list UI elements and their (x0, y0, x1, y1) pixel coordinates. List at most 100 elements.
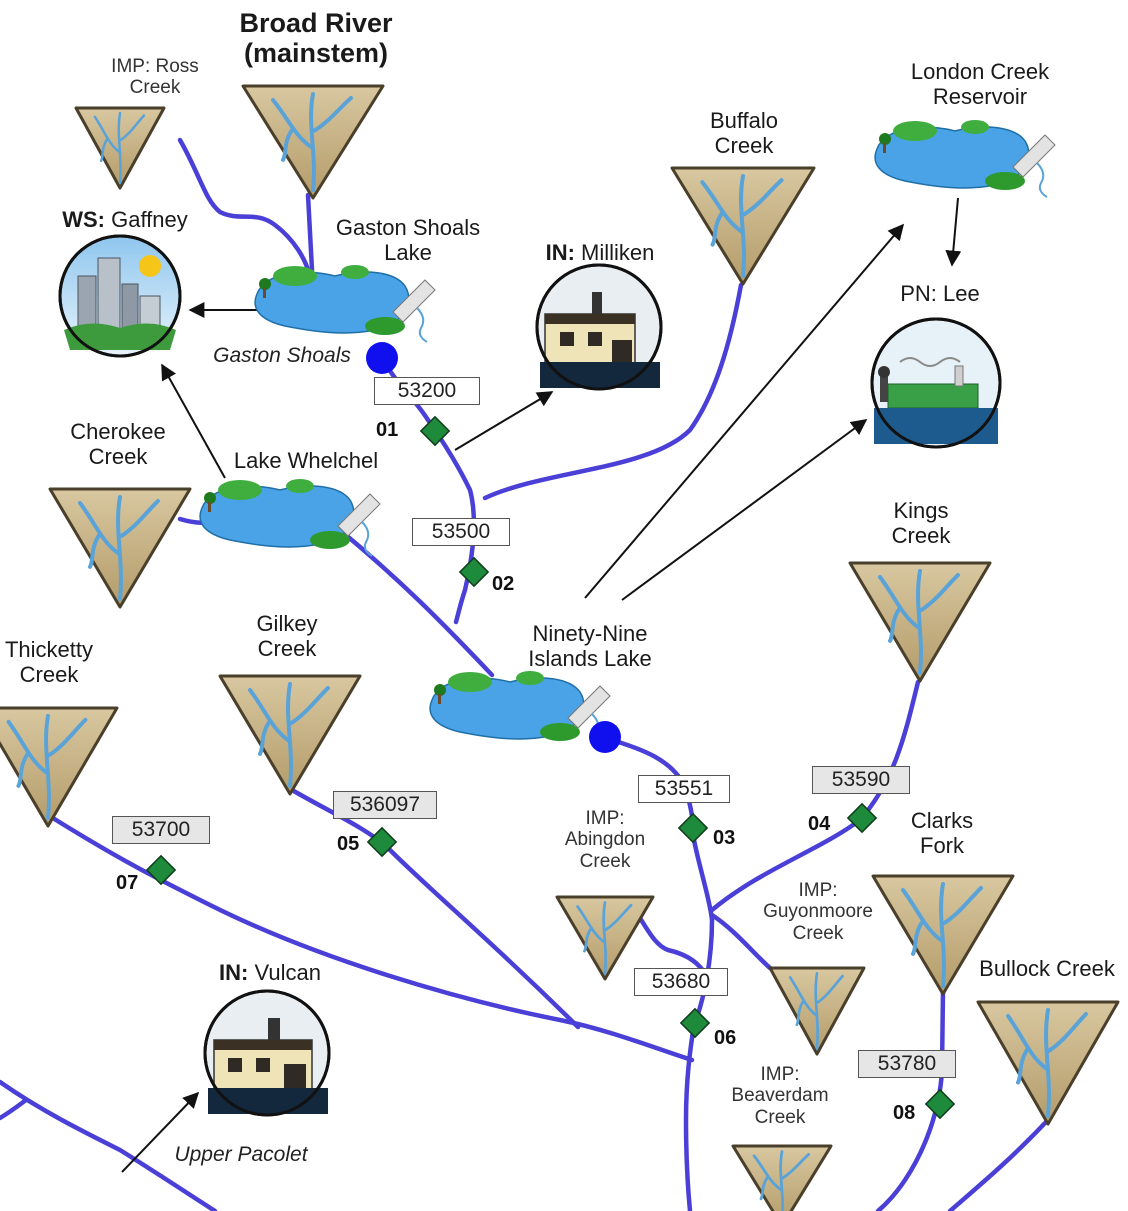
gage-markers (145, 415, 956, 1120)
river-left-edge (0, 1079, 218, 1211)
label-gilkey-creek: Gilkey Creek (256, 611, 318, 661)
watershed-basin-icon-abingdon-creek (555, 895, 655, 981)
label-london-creek-reservoir: London Creek Reservoir (910, 59, 1050, 109)
gage-marker-02 (458, 556, 490, 588)
hydro-dot-ninety-nine-islands (589, 721, 621, 753)
label-buffalo-creek: Buffalo Creek (709, 108, 779, 158)
gage-marker-08 (924, 1088, 956, 1120)
label-gaston-shoals-lake: Gaston Shoals Lake (335, 215, 481, 265)
arrow-upper-pacolet-to-vulcan (121, 1091, 200, 1173)
label-imp-prefix: IMP: (798, 880, 838, 901)
user-icons (58, 234, 1002, 1117)
river-broad-mainstem-upper (305, 192, 315, 273)
label-in-prefix: IN: (219, 960, 249, 985)
label-in-vulcan: IN: Vulcan (200, 960, 340, 986)
watershed-basin-icon-beaverdam-creek (731, 1144, 833, 1211)
site-number-05: 05 (337, 833, 360, 855)
watershed-basin-icon-buffalo-creek (670, 166, 816, 286)
label-gaston-shoals-hydro: Gaston Shoals (213, 344, 351, 367)
label-thicketty-creek: Thicketty Creek (4, 637, 94, 687)
arrow-whelchel-to-gaffney (161, 363, 226, 479)
quarry-factory-icon (203, 989, 331, 1117)
label-in-milliken: IN: Milliken (525, 240, 675, 266)
river-thicketty-creek (45, 812, 695, 1063)
gage-marker-06 (679, 1007, 711, 1039)
gage-marker-07 (145, 854, 177, 886)
label-bullock-creek: Bullock Creek (979, 956, 1115, 981)
gage-marker-01 (419, 415, 451, 447)
label-imp-abingdon-creek: IMP: Abingdon Creek (540, 808, 670, 872)
river-lake-whelchel-outlet (337, 527, 495, 678)
river-buffalo-creek (482, 282, 744, 501)
label-imp-beaverdam-creek: IMP: Beaverdam Creek (712, 1064, 848, 1128)
label-imp-guyonmoore-creek: IMP: Guyonmoore Creek (748, 880, 888, 944)
label-in-prefix: IN: (545, 240, 575, 265)
arrow-london-to-lee (945, 197, 962, 267)
gage-box-53780: 53780 (858, 1050, 956, 1078)
label-cherokee-creek: Cherokee Creek (70, 419, 166, 469)
label-imp-prefix: IMP: (760, 1064, 800, 1085)
gage-box-536097: 536097 (333, 791, 437, 819)
basin-icons (0, 84, 1120, 1211)
label-ws-gaffney: WS: Gaffney (40, 207, 210, 233)
gage-box-53590: 53590 (812, 766, 910, 794)
label-pn-lee: PN: Lee (870, 281, 1010, 307)
label-ws-name: Gaffney (111, 207, 188, 232)
label-imp-ross-creek: IMP: Ross Creek (95, 56, 215, 99)
label-imp-name: Ross Creek (129, 56, 199, 99)
gage-box-53500: 53500 (412, 518, 510, 546)
site-number-08: 08 (893, 1102, 916, 1124)
site-number-06: 06 (714, 1027, 737, 1049)
river-ross-creek (177, 137, 311, 273)
site-number-04: 04 (808, 813, 831, 835)
lake-icons (199, 120, 1056, 749)
arrow-to-milliken (454, 391, 554, 451)
label-imp-name: Abingdon Creek (564, 829, 646, 872)
label-lake-whelchel: Lake Whelchel (233, 448, 379, 473)
watershed-basin-icon-bullock-creek (976, 1000, 1120, 1126)
site-number-03: 03 (713, 827, 736, 849)
site-number-07: 07 (116, 872, 139, 894)
reservoir-lake-icon-london-creek-reservoir (874, 120, 1056, 198)
label-upper-pacolet: Upper Pacolet (174, 1143, 308, 1166)
river-guyonmoore (709, 912, 773, 971)
label-imp-prefix: IMP: (585, 808, 625, 829)
label-in-name: Milliken (581, 240, 655, 265)
watershed-basin-icon-broad-river-mainstem (241, 84, 385, 200)
label-broad-river-mainstem: Broad River (mainstem) (239, 8, 393, 69)
factory-icon (535, 263, 663, 391)
gage-box-53200: 53200 (374, 377, 480, 405)
site-number-02: 02 (492, 573, 515, 595)
label-clarks-fork: Clarks Fork (910, 808, 974, 858)
site-number-01: 01 (376, 419, 399, 441)
watershed-basin-icon-ross-creek (74, 106, 166, 190)
city-icon (58, 234, 182, 358)
watershed-basin-icon-cherokee-creek (48, 487, 192, 609)
watershed-basin-icon-clarks-fork (871, 874, 1015, 996)
arrow-to-lee (621, 419, 868, 601)
hydro-dot-gaston-shoals (366, 342, 398, 374)
gage-box-53551: 53551 (638, 775, 730, 803)
reservoir-lake-icon-ninety-nine-islands-lake (429, 671, 611, 749)
arrow-to-london-creek (584, 223, 905, 599)
gage-box-53700: 53700 (112, 816, 210, 844)
river-bullock-creek (947, 1119, 1049, 1211)
river-left-edge-branch (0, 1097, 29, 1121)
gage-marker-05 (366, 826, 398, 858)
river-abingdon (635, 912, 709, 978)
label-pn-prefix: PN: (900, 281, 937, 306)
label-in-name: Vulcan (254, 960, 321, 985)
reservoir-lake-icon-gaston-shoals-lake (254, 265, 436, 343)
label-kings-creek: Kings Creek (891, 498, 951, 548)
label-imp-prefix: IMP: (111, 56, 151, 77)
label-imp-name: Beaverdam Creek (731, 1085, 829, 1128)
watershed-basin-icon-thicketty-creek (0, 706, 119, 828)
watershed-basin-icon-kings-creek (848, 561, 992, 683)
reservoir-lake-icon-lake-whelchel (199, 479, 381, 557)
watershed-basin-icon-gilkey-creek (218, 674, 362, 796)
gage-box-53680: 53680 (634, 968, 728, 996)
label-ws-prefix: WS: (62, 207, 105, 232)
transfer-arrows (121, 197, 962, 1173)
